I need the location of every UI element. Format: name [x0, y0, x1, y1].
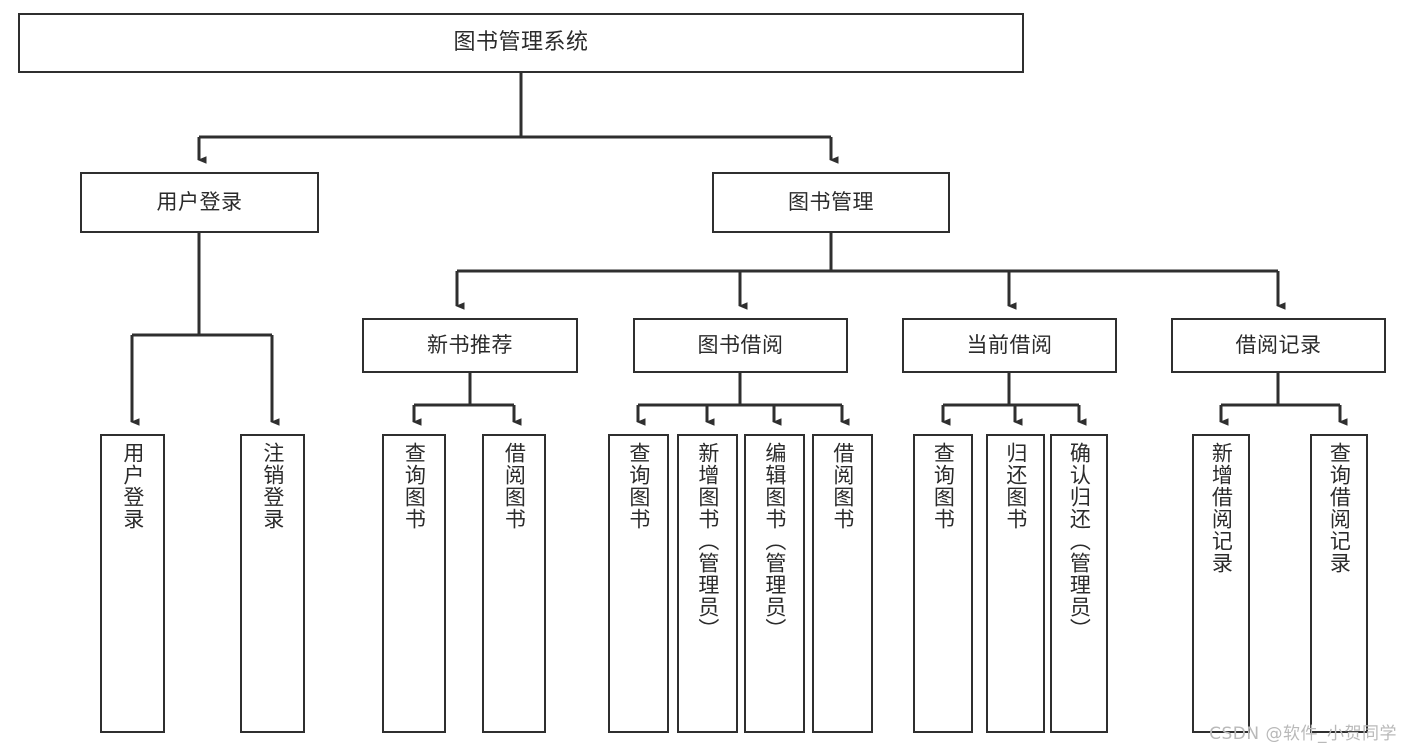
leaf-query-record-label: 查询借阅记录 — [1327, 442, 1352, 574]
leaf-return-book[interactable]: 归还图书 — [986, 434, 1045, 733]
leaf-borrow-books-2-label: 借阅图书 — [830, 442, 855, 530]
leaf-borrow-books-2[interactable]: 借阅图书 — [812, 434, 873, 733]
node-user-login-label: 用户登录 — [156, 190, 243, 215]
leaf-query-books-1-label: 查询图书 — [402, 442, 427, 530]
leaf-user-login-label: 用户登录 — [120, 442, 145, 530]
leaf-add-record-label: 新增借阅记录 — [1209, 442, 1234, 574]
leaf-query-record[interactable]: 查询借阅记录 — [1310, 434, 1368, 733]
node-new-book-recommend[interactable]: 新书推荐 — [362, 318, 578, 373]
leaf-query-books-1[interactable]: 查询图书 — [382, 434, 446, 733]
leaf-confirm-return[interactable]: 确认归还（管理员） — [1050, 434, 1108, 733]
leaf-return-book-label: 归还图书 — [1003, 442, 1028, 530]
leaf-query-books-2[interactable]: 查询图书 — [608, 434, 669, 733]
node-new-book-recommend-label: 新书推荐 — [427, 333, 513, 358]
leaf-add-book[interactable]: 新增图书（管理员） — [677, 434, 738, 733]
leaf-user-login[interactable]: 用户登录 — [100, 434, 165, 733]
leaf-query-books-2-label: 查询图书 — [626, 442, 651, 530]
leaf-confirm-return-label: 确认归还（管理员） — [1067, 442, 1092, 640]
leaf-edit-book[interactable]: 编辑图书（管理员） — [744, 434, 805, 733]
leaf-add-book-label: 新增图书（管理员） — [695, 442, 720, 640]
node-borrow-records-label: 借阅记录 — [1235, 333, 1322, 358]
leaf-add-record[interactable]: 新增借阅记录 — [1192, 434, 1250, 733]
leaf-edit-book-label: 编辑图书（管理员） — [762, 442, 787, 640]
node-borrow-records[interactable]: 借阅记录 — [1171, 318, 1386, 373]
node-book-management[interactable]: 图书管理 — [712, 172, 950, 233]
leaf-borrow-books-1[interactable]: 借阅图书 — [482, 434, 546, 733]
node-book-management-label: 图书管理 — [788, 190, 874, 215]
node-current-borrow[interactable]: 当前借阅 — [902, 318, 1117, 373]
node-book-borrow[interactable]: 图书借阅 — [633, 318, 848, 373]
leaf-logout[interactable]: 注销登录 — [240, 434, 305, 733]
node-current-borrow-label: 当前借阅 — [966, 333, 1053, 358]
node-root-label: 图书管理系统 — [453, 30, 589, 56]
node-user-login[interactable]: 用户登录 — [80, 172, 319, 233]
node-book-borrow-label: 图书借阅 — [697, 333, 784, 358]
leaf-logout-label: 注销登录 — [260, 442, 285, 530]
node-root[interactable]: 图书管理系统 — [18, 13, 1024, 73]
leaf-query-books-3[interactable]: 查询图书 — [913, 434, 973, 733]
leaf-borrow-books-1-label: 借阅图书 — [502, 442, 527, 530]
csdn-watermark: CSDN @软件_小贺同学 — [1209, 724, 1397, 744]
leaf-query-books-3-label: 查询图书 — [931, 442, 956, 530]
